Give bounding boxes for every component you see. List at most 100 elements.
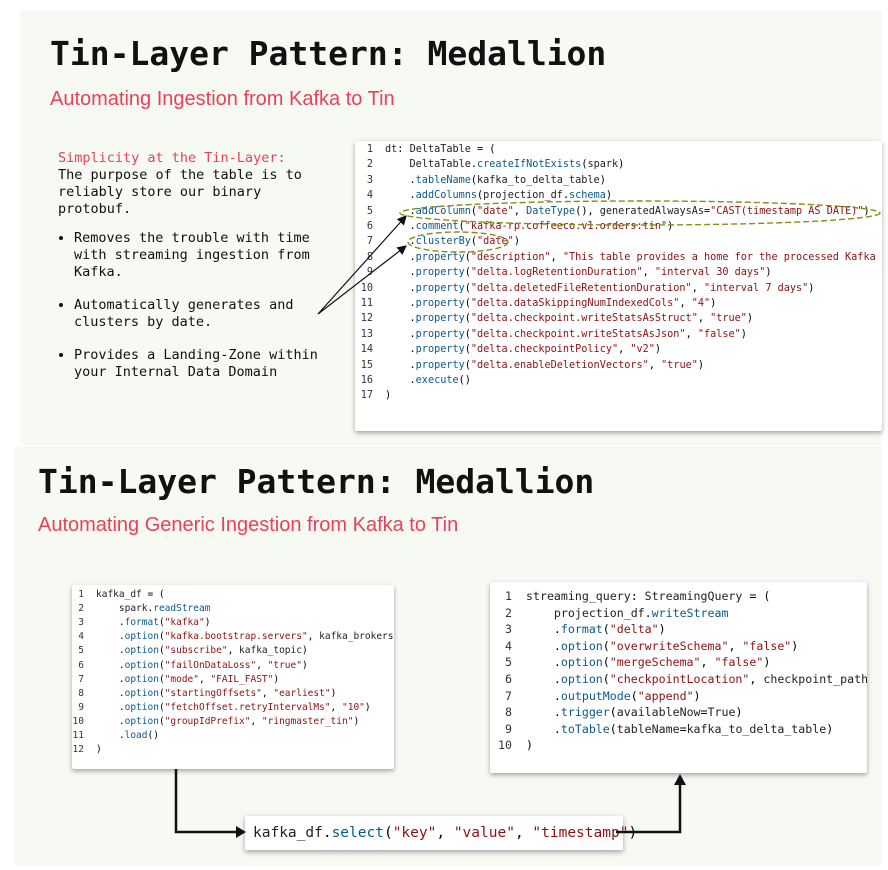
line-number: 8 — [78, 687, 84, 699]
line-number: 1 — [505, 589, 512, 603]
line-number: 16 — [360, 375, 373, 386]
code-line: 10) — [490, 738, 533, 752]
code-text: .property("delta.checkpointPolicy", "v2"… — [385, 344, 662, 356]
code-text: .option("kafka.bootstrap.servers", kafka… — [96, 631, 394, 643]
code-line: 16 .execute() — [355, 375, 471, 386]
line-number: 3 — [505, 622, 512, 637]
code-text: .option("mergeSchema", "false") — [526, 655, 771, 670]
line-number: 12 — [72, 744, 84, 756]
line-number: 7 — [78, 673, 84, 685]
code-text: .property("delta.logRetentionDuration", … — [385, 267, 772, 279]
line-number: 10 — [498, 738, 512, 753]
line-number: 8 — [366, 251, 373, 263]
code-line: 9 .option("fetchOffset.retryIntervalMs",… — [72, 701, 371, 713]
line-number: 3 — [366, 174, 373, 186]
select-expression-box: kafka_df.select("key", "value", "timesta… — [245, 816, 637, 850]
code-text: kafka_df = ( — [96, 589, 165, 600]
code-text: .property("delta.checkpoint.writeStatsAs… — [385, 328, 747, 340]
line-number: 10 — [72, 715, 84, 727]
code-line: 11 .property("delta.dataSkippingNumIndex… — [355, 298, 717, 309]
intro-text: The purpose of the table is to reliably … — [58, 167, 302, 217]
code-text: .trigger(availableNow=True) — [526, 705, 743, 720]
code-text: ) — [526, 738, 533, 753]
code-text: .clusterBy("date") — [385, 236, 520, 248]
code-line: 10 .property("delta.deletedFileRetention… — [355, 282, 815, 294]
code-text: .option("mode", "FAIL_FAST") — [96, 673, 280, 685]
slide-title: Tin-Layer Pattern: Medallion — [50, 34, 607, 73]
line-number: 11 — [72, 730, 84, 741]
code-line: 17) — [355, 390, 391, 401]
code-text: ) — [385, 390, 392, 402]
code-line: 2 projection_df.writeStream — [490, 606, 728, 620]
line-number: 4 — [505, 638, 512, 653]
code-line: 6 .option("checkpointLocation", checkpoi… — [490, 672, 867, 686]
bullet-item: Automatically generates and clusters by … — [74, 297, 338, 331]
line-number: 17 — [360, 390, 373, 402]
line-number: 2 — [366, 159, 373, 171]
line-number: 2 — [78, 603, 84, 615]
code-text: DeltaTable.createIfNotExists(spark) — [409, 159, 625, 171]
bullet-item: Removes the trouble with time with strea… — [74, 230, 338, 281]
code-line: 8 .property("description", "This table p… — [355, 252, 876, 263]
code-text: .format("kafka") — [96, 617, 211, 629]
code-line: 10 .option("groupIdPrefix", "ringmaster_… — [72, 715, 360, 727]
code-text: .option("subscribe", kafka_topic) — [96, 645, 308, 657]
code-line: 9 .property("delta.logRetentionDuration"… — [355, 267, 772, 279]
slide-subtitle: Automating Ingestion from Kafka to Tin — [50, 88, 395, 110]
code-text: .option("failOnDataLoss", "true") — [96, 659, 308, 671]
code-panel-kafka-read: 1 kafka_df = ( 2 spark.readStream 3 .format… — [72, 585, 394, 769]
code-text: .option("fetchOffset.retryIntervalMs", "… — [96, 701, 371, 713]
code-text: .option("groupIdPrefix", "ringmaster_tin… — [96, 715, 360, 727]
line-number: 15 — [360, 359, 373, 371]
line-number: 1 — [366, 144, 373, 155]
line-number: 4 — [78, 631, 84, 643]
code-text: .execute() — [385, 375, 471, 386]
code-line: 7 .option("mode", "FAIL_FAST") — [72, 674, 279, 685]
code-text: .tableName(kafka_to_delta_table) — [385, 174, 606, 186]
intro-highlight: Simplicity at the Tin-Layer: — [58, 150, 286, 166]
code-line: 5 .addColumn("date", DateType(), generat… — [355, 206, 870, 217]
line-number: 8 — [505, 705, 512, 720]
code-text: .format("delta") — [526, 622, 666, 637]
code-line: 2 spark.readStream — [72, 603, 210, 614]
line-number: 1 — [78, 589, 84, 600]
code-text: .outputMode("append") — [526, 688, 701, 703]
code-text: .toTable(tableName=kafka_to_delta_table) — [526, 721, 834, 736]
line-number: 6 — [78, 659, 84, 671]
code-text: .option("startingOffsets", "earliest") — [96, 687, 337, 699]
code-text: projection_df.writeStream — [553, 605, 729, 620]
code-line: 5 .option("subscribe", kafka_topic) — [72, 645, 308, 657]
code-text: streaming_query: StreamingQuery = ( — [526, 589, 771, 603]
line-number: 9 — [78, 701, 84, 713]
code-text: .property("delta.deletedFileRetentionDur… — [385, 282, 815, 294]
line-number: 9 — [505, 721, 512, 736]
code-line: 6 .option("failOnDataLoss", "true") — [72, 659, 308, 671]
code-text: .option("checkpointLocation", checkpoint… — [526, 672, 867, 686]
slide-title: Tin-Layer Pattern: Medallion — [38, 462, 595, 501]
code-line: 13 .property("delta.checkpoint.writeStat… — [355, 329, 747, 340]
line-number: 13 — [360, 328, 373, 340]
code-text: .addColumn("date", DateType(), generated… — [385, 205, 870, 217]
slide-subtitle: Automating Generic Ingestion from Kafka … — [38, 514, 459, 536]
code-line: 12 .property("delta.checkpoint.writeStat… — [355, 313, 753, 324]
code-line: 7 .clusterBy("date") — [355, 236, 520, 247]
code-text: .property("delta.enableDeletionVectors",… — [385, 359, 704, 371]
code-text: ) — [96, 744, 102, 756]
code-line: 3 .format("kafka") — [72, 617, 210, 628]
line-number: 6 — [366, 221, 373, 232]
line-number: 12 — [360, 313, 373, 325]
bullet-item: Provides a Landing-Zone within your Inte… — [74, 347, 338, 381]
code-line: 11 .load() — [72, 730, 159, 741]
line-number: 7 — [366, 236, 373, 248]
line-number: 4 — [366, 190, 373, 202]
code-line: 8 .trigger(availableNow=True) — [490, 705, 742, 719]
code-line: 5 .option("mergeSchema", "false") — [490, 655, 770, 669]
code-line: 7 .outputMode("append") — [490, 689, 701, 703]
code-line: 4 .addColumns(projection_df.schema) — [355, 190, 612, 201]
code-line: 3 .format("delta") — [490, 622, 666, 636]
code-line: 8 .option("startingOffsets", "earliest") — [72, 688, 336, 699]
line-number: 11 — [360, 298, 373, 309]
select-expression: kafka_df.select("key", "value", "timesta… — [253, 825, 638, 841]
code-line: 9 .toTable(tableName=kafka_to_delta_tabl… — [490, 722, 833, 736]
